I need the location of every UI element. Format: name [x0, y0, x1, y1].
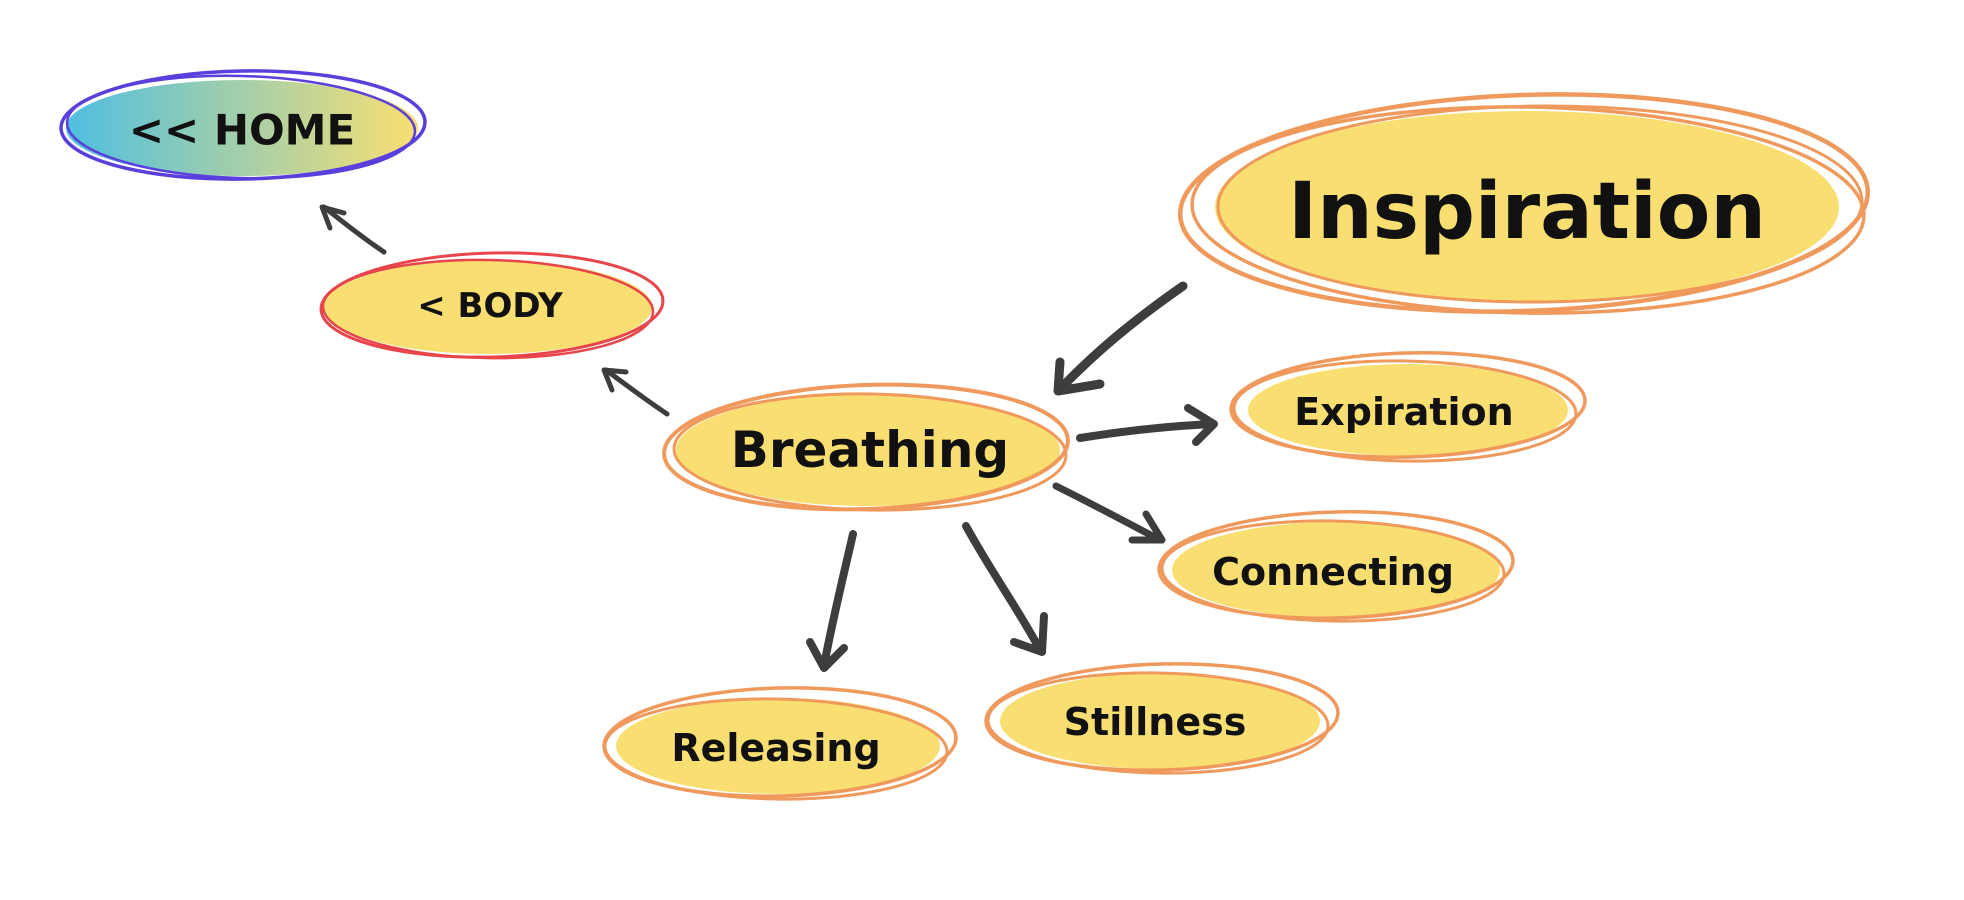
inspiration-label: Inspiration [1288, 167, 1766, 257]
connecting-ring-outer [1157, 510, 1515, 620]
edge-inspiration-to-breathing [1053, 281, 1188, 396]
edge-breathing-to-releasing [806, 530, 857, 672]
connecting-bubble [1172, 522, 1500, 618]
breathing-label: Breathing [731, 421, 1009, 479]
releasing-ring-inner [603, 697, 949, 801]
releasing-node[interactable]: Releasing [602, 683, 958, 802]
expiration-node[interactable]: Expiration [1229, 348, 1587, 464]
body-bubble [324, 260, 652, 354]
edge-breathing-to-stillness [962, 522, 1048, 656]
body-label: < BODY [417, 286, 563, 326]
home-node[interactable]: << HOME [59, 68, 427, 183]
connecting-ring-inner [1160, 519, 1506, 623]
connecting-node[interactable]: Connecting [1157, 507, 1515, 624]
releasing-label: Releasing [671, 726, 880, 770]
inspiration-bubble [1215, 111, 1839, 303]
expiration-bubble [1248, 364, 1568, 456]
stillness-ring-outer [984, 662, 1340, 772]
inspiration-node[interactable]: Inspiration [1176, 83, 1871, 323]
inspiration-ring-inner [1216, 104, 1864, 304]
body-node[interactable]: < BODY [319, 249, 665, 362]
body-ring-inner [321, 258, 655, 360]
expiration-ring-inner [1232, 359, 1578, 463]
stillness-bubble [1000, 673, 1320, 769]
expiration-ring-outer [1229, 351, 1587, 459]
edge-body-to-home [319, 204, 387, 255]
edge-breathing-to-connecting [1052, 482, 1166, 544]
inspiration-ring-outer [1177, 92, 1871, 314]
home-bubble [66, 80, 418, 176]
home-label: << HOME [129, 106, 355, 155]
breathing-bubble [676, 394, 1060, 506]
edge-breathing-to-expiration [1076, 404, 1218, 446]
expiration-label: Expiration [1294, 390, 1513, 434]
releasing-bubble [616, 698, 940, 794]
stillness-node[interactable]: Stillness [984, 659, 1340, 776]
breathing-ring-inner [672, 392, 1068, 512]
edge-breathing-to-body [601, 367, 670, 417]
connecting-label: Connecting [1212, 550, 1454, 594]
home-ring-inner [65, 74, 417, 180]
breathing-node[interactable]: Breathing [662, 378, 1070, 516]
stillness-label: Stillness [1064, 700, 1247, 744]
stillness-ring-inner [986, 671, 1330, 775]
